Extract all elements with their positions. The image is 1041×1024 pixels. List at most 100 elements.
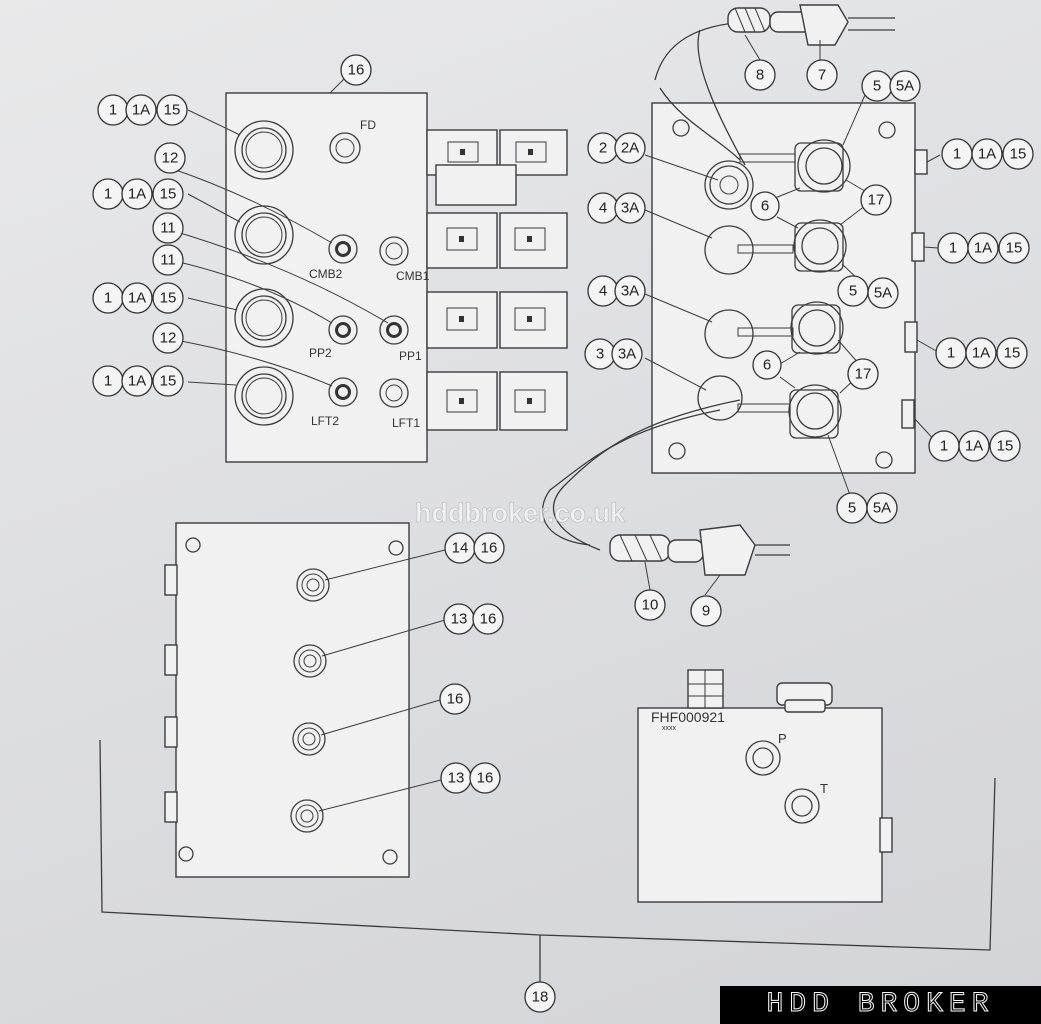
svg-text:1: 1 bbox=[109, 102, 117, 119]
block-a-large-port-1 bbox=[234, 120, 294, 180]
svg-text:16: 16 bbox=[480, 611, 497, 628]
svg-text:1: 1 bbox=[104, 186, 112, 203]
svg-text:3: 3 bbox=[596, 346, 604, 363]
svg-text:5: 5 bbox=[849, 283, 857, 300]
block-c-port-3 bbox=[292, 722, 326, 756]
svg-text:1: 1 bbox=[947, 345, 955, 362]
port-fd bbox=[329, 132, 361, 164]
svg-text:5A: 5A bbox=[896, 78, 914, 95]
manifold-block-a: FD CMB2 CMB1 PP2 PP1 LFT2 LFT1 bbox=[169, 77, 568, 463]
part-sub: xxxx bbox=[662, 725, 677, 732]
svg-text:5A: 5A bbox=[873, 500, 891, 517]
svg-text:4: 4 bbox=[599, 200, 607, 217]
callout-a-8: 1 1A 15 bbox=[92, 365, 184, 397]
svg-text:15: 15 bbox=[160, 186, 177, 203]
block-c-port-2 bbox=[293, 644, 327, 678]
cable-sleeve-8 bbox=[727, 7, 771, 33]
callout-b-11: 17 bbox=[847, 358, 879, 390]
callout-b-1: 2 2A bbox=[587, 132, 646, 164]
svg-text:15: 15 bbox=[1006, 240, 1023, 257]
watermark: hddbroker.co.uk bbox=[415, 498, 626, 528]
callout-a-9: 16 bbox=[340, 54, 372, 86]
solenoid-valve-row-1 bbox=[426, 129, 568, 206]
label-port-p: P bbox=[778, 731, 787, 746]
callout-b-3: 4 3A bbox=[587, 275, 646, 307]
svg-text:10: 10 bbox=[642, 597, 659, 614]
label-lft1: LFT1 bbox=[392, 416, 420, 430]
connector-9 bbox=[667, 524, 790, 576]
hdd-broker-logo: HDD BROKER bbox=[720, 986, 1041, 1024]
callout-b-16: 8 bbox=[744, 59, 776, 91]
callout-a-7: 12 bbox=[152, 322, 184, 354]
svg-text:16: 16 bbox=[348, 62, 365, 79]
callout-b-14: 1 1A 15 bbox=[935, 337, 1028, 369]
svg-text:3A: 3A bbox=[618, 346, 636, 363]
callout-b-12: 1 1A 15 bbox=[941, 138, 1034, 170]
block-b-port-4a bbox=[704, 225, 794, 275]
label-cmb1: CMB1 bbox=[396, 269, 430, 283]
svg-text:17: 17 bbox=[855, 366, 872, 383]
svg-text:1A: 1A bbox=[128, 290, 146, 307]
label-port-t: T bbox=[820, 781, 828, 796]
callout-c-3: 16 bbox=[439, 683, 471, 715]
svg-text:1: 1 bbox=[953, 146, 961, 163]
cable-sleeve-10 bbox=[609, 534, 671, 562]
port-pp1 bbox=[379, 315, 409, 345]
svg-text:18: 18 bbox=[532, 989, 549, 1006]
port-lft2 bbox=[328, 377, 358, 407]
manifold-block-d: FHF000921 xxxx P T bbox=[637, 669, 893, 903]
block-b-valve-3 bbox=[790, 301, 844, 355]
svg-text:14: 14 bbox=[452, 540, 469, 557]
callout-a-6: 1 1A 15 bbox=[92, 282, 184, 314]
callout-a-5: 11 bbox=[152, 244, 184, 276]
solenoid-valve-row-4 bbox=[426, 371, 568, 431]
svg-text:17: 17 bbox=[868, 192, 885, 209]
label-fd: FD bbox=[360, 118, 376, 132]
callout-assembly: 18 bbox=[524, 981, 556, 1013]
svg-text:4: 4 bbox=[599, 283, 607, 300]
block-c-port-1 bbox=[296, 568, 330, 602]
svg-text:6: 6 bbox=[761, 198, 769, 215]
svg-text:7: 7 bbox=[818, 67, 826, 84]
svg-text:1A: 1A bbox=[974, 240, 992, 257]
block-a-large-port-4 bbox=[234, 366, 294, 426]
manifold-block-c bbox=[164, 522, 446, 878]
block-a-large-port-2 bbox=[234, 205, 294, 265]
svg-text:12: 12 bbox=[160, 330, 177, 347]
callout-b-18: 10 bbox=[634, 589, 666, 621]
callout-b-5: 5 5A bbox=[861, 70, 921, 102]
block-b-valve-2 bbox=[793, 219, 847, 273]
svg-text:1A: 1A bbox=[965, 438, 983, 455]
svg-text:3A: 3A bbox=[621, 200, 639, 217]
callout-b-7: 5 5A bbox=[836, 492, 898, 524]
callout-b-6: 5 5A bbox=[837, 275, 899, 309]
svg-text:9: 9 bbox=[702, 603, 710, 620]
svg-text:16: 16 bbox=[477, 770, 494, 787]
svg-text:1A: 1A bbox=[128, 186, 146, 203]
callout-b-13: 1 1A 15 bbox=[937, 232, 1030, 264]
svg-text:15: 15 bbox=[160, 290, 177, 307]
port-lft1 bbox=[379, 378, 409, 408]
svg-text:13: 13 bbox=[451, 611, 468, 628]
svg-text:2A: 2A bbox=[621, 140, 639, 157]
block-b-port-4b bbox=[704, 309, 794, 359]
label-pp1: PP1 bbox=[399, 349, 422, 363]
svg-text:11: 11 bbox=[160, 220, 176, 237]
connector-7 bbox=[769, 4, 895, 46]
block-b-valve-1 bbox=[739, 139, 851, 193]
svg-text:15: 15 bbox=[1010, 146, 1027, 163]
label-pp2: PP2 bbox=[309, 346, 332, 360]
svg-text:1: 1 bbox=[940, 438, 948, 455]
svg-text:5A: 5A bbox=[874, 285, 892, 302]
svg-text:3A: 3A bbox=[621, 283, 639, 300]
callout-b-10: 17 bbox=[860, 184, 892, 216]
solenoid-valve-row-2 bbox=[426, 212, 568, 269]
svg-text:1A: 1A bbox=[132, 102, 150, 119]
svg-text:16: 16 bbox=[481, 540, 498, 557]
svg-text:12: 12 bbox=[162, 150, 179, 167]
svg-text:2: 2 bbox=[599, 140, 607, 157]
block-b-port-2 bbox=[704, 160, 754, 210]
callout-c-4: 13 16 bbox=[440, 762, 501, 794]
callout-c-1: 14 16 bbox=[444, 532, 505, 564]
svg-text:11: 11 bbox=[160, 252, 176, 269]
